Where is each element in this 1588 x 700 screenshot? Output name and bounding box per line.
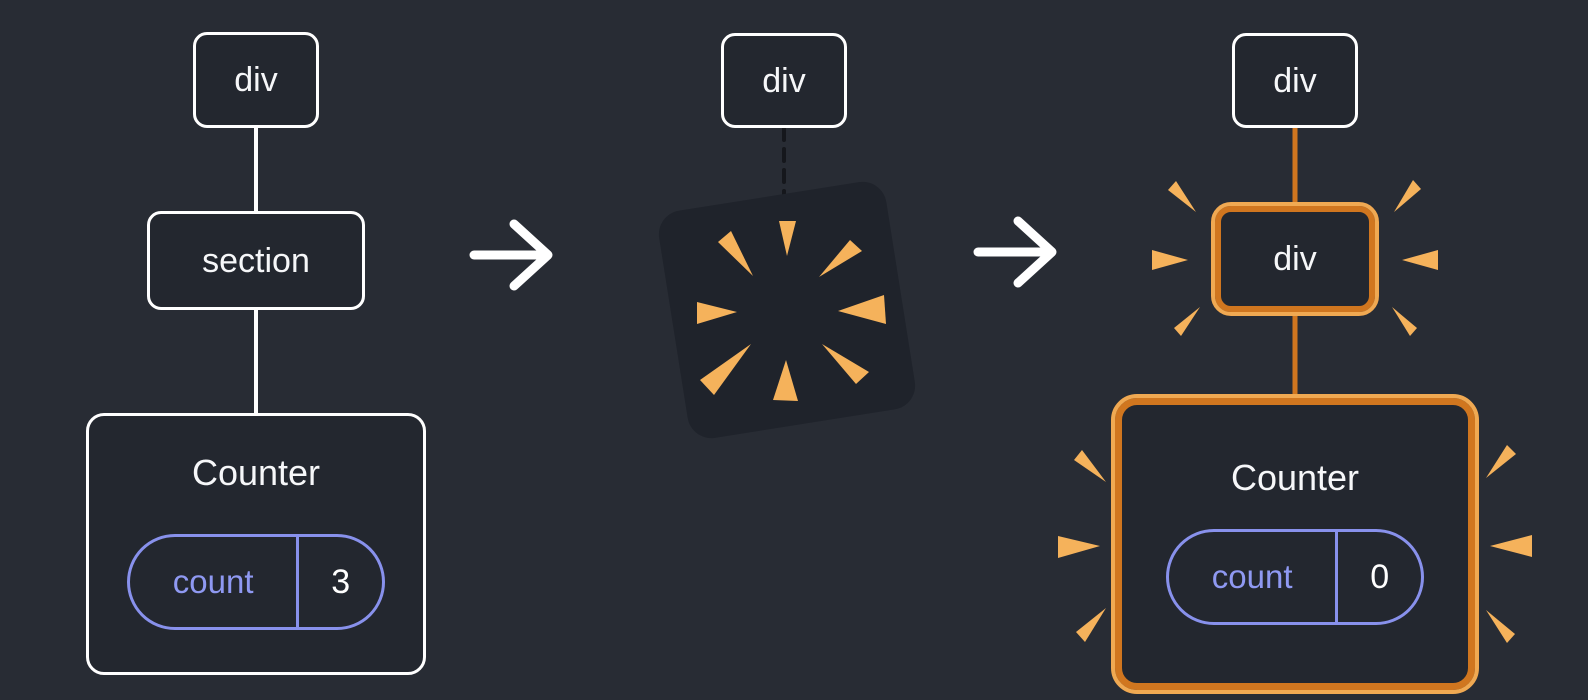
spark-icon [1152, 180, 1438, 336]
arrow-right-icon [973, 216, 1057, 288]
arrow-right-icon [469, 219, 553, 291]
spark-icon [697, 221, 886, 401]
poof-burst-icon [658, 181, 916, 439]
spark-icon [1058, 445, 1532, 643]
